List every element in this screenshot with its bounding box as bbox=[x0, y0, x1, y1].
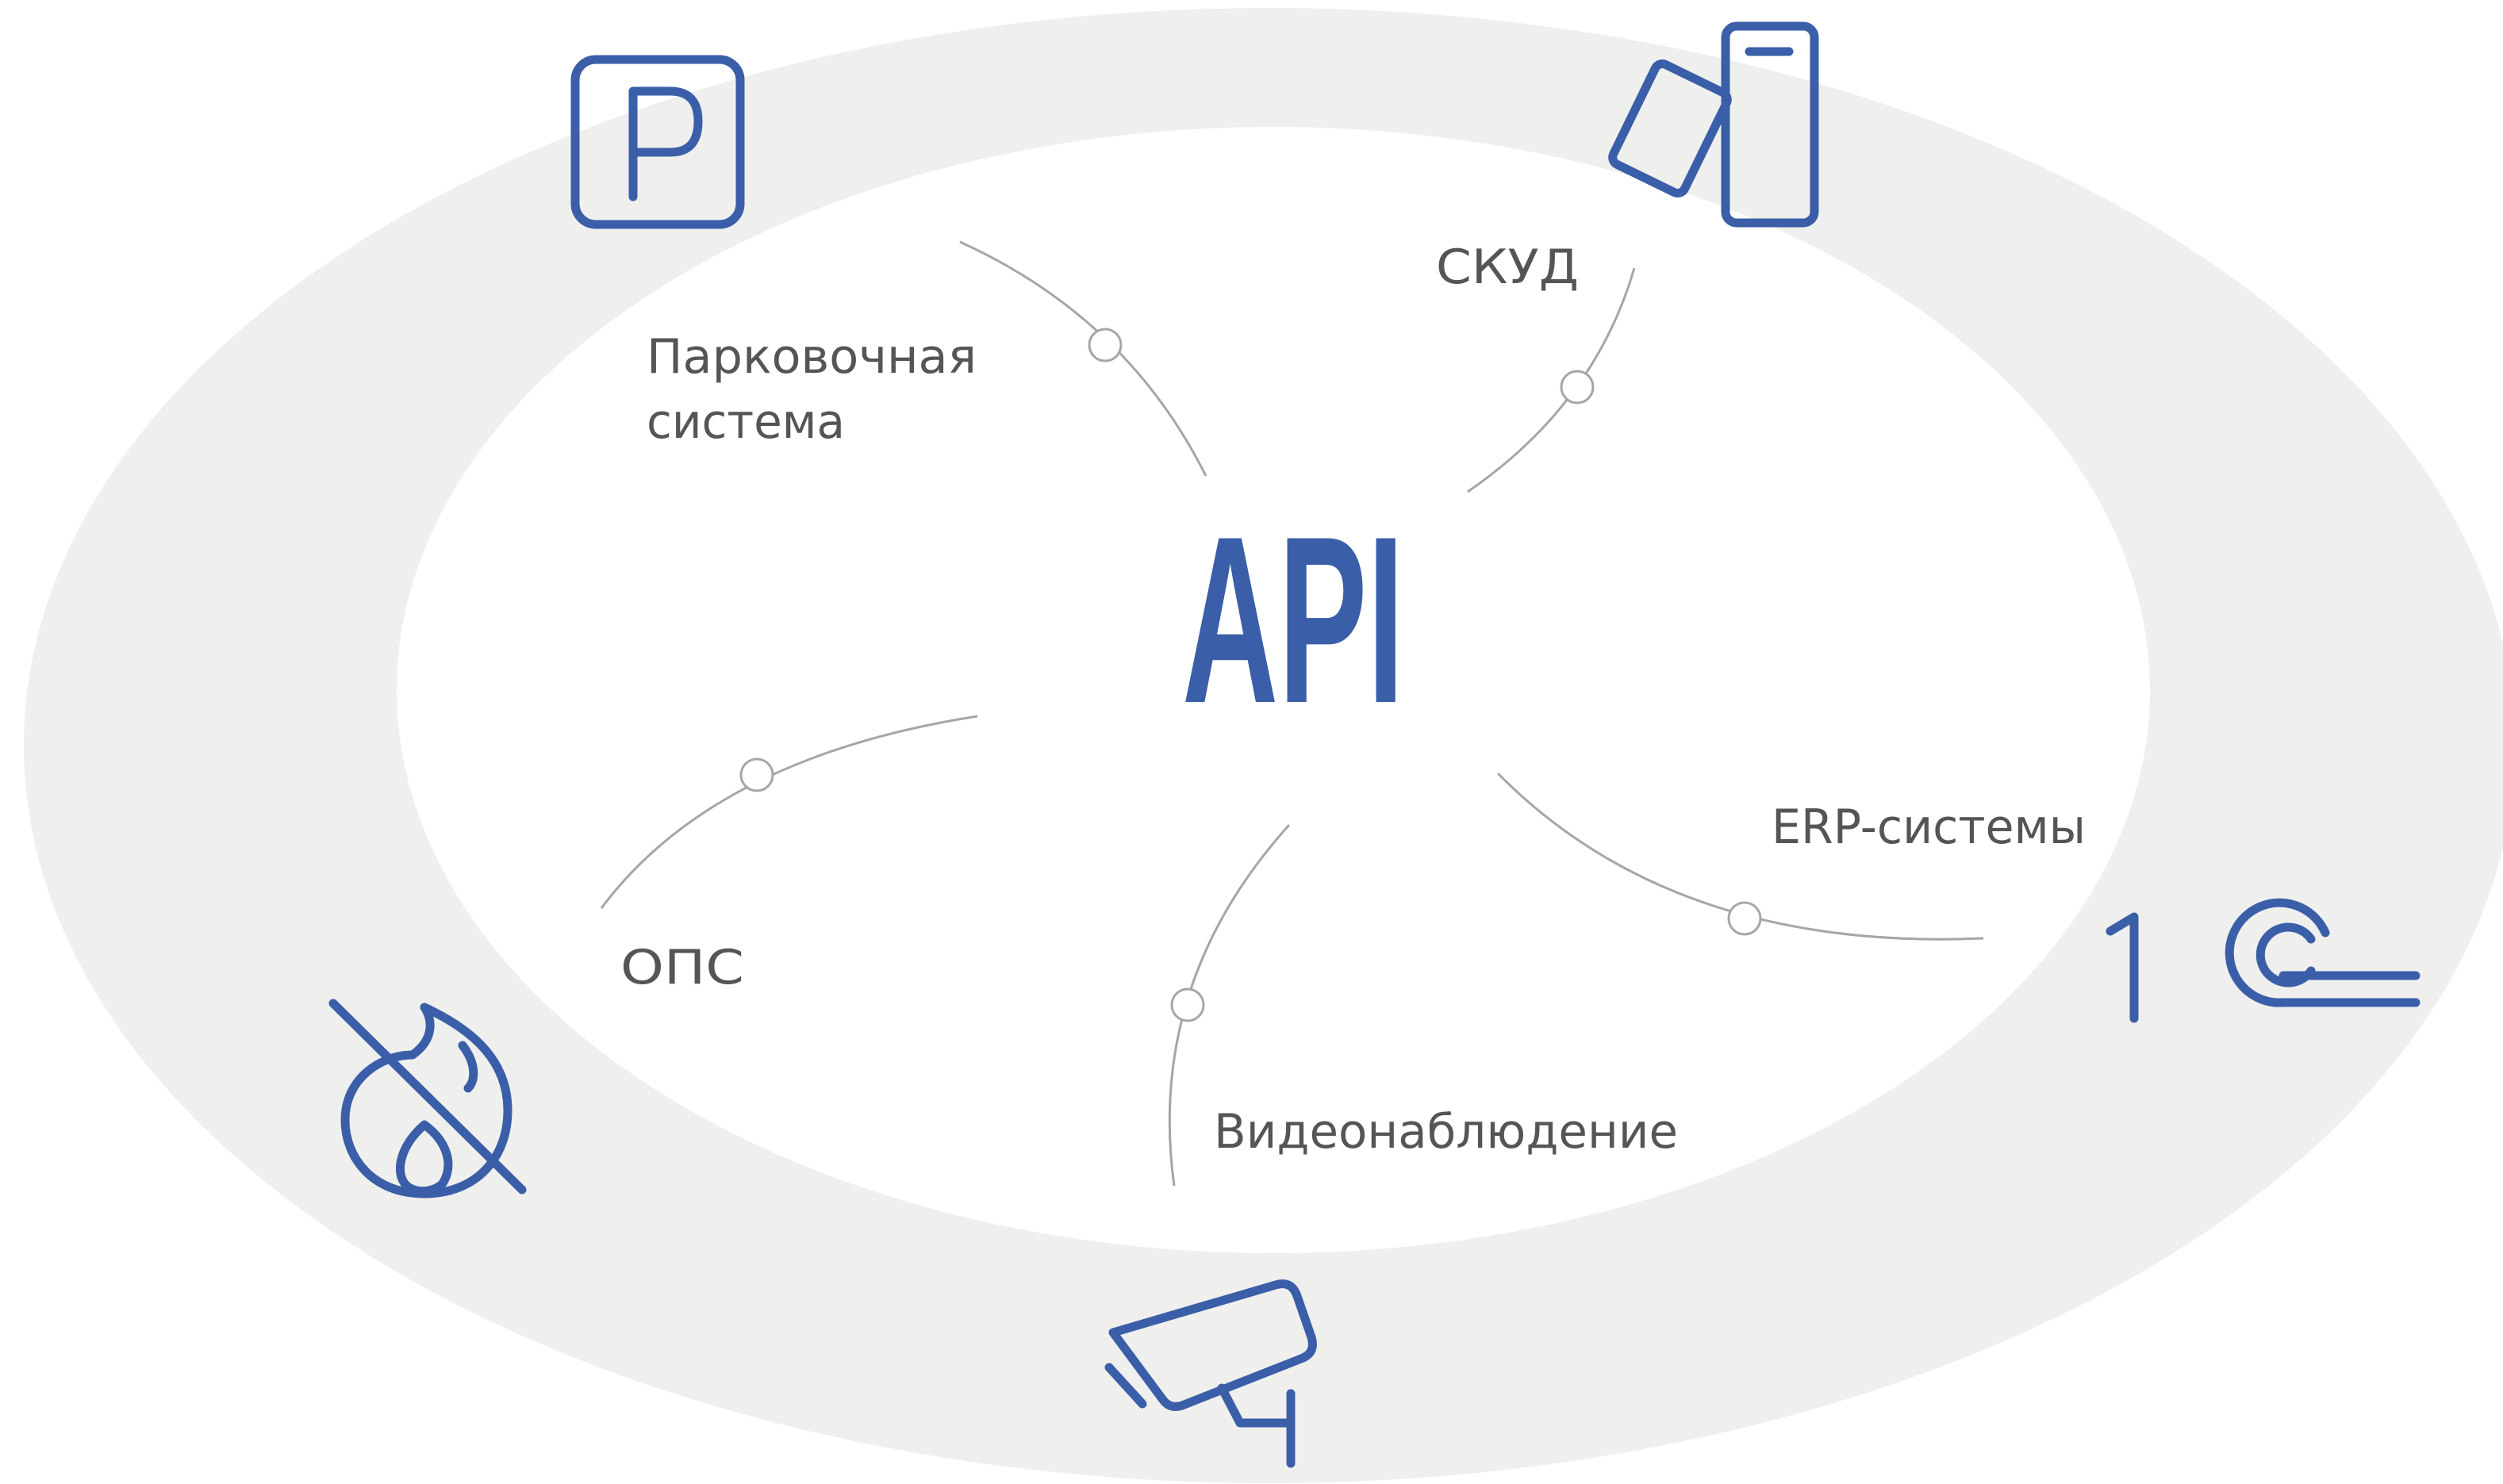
connector-erp bbox=[1496, 772, 1984, 941]
connector-node-parking bbox=[1088, 328, 1123, 362]
connector-node-video bbox=[1170, 987, 1205, 1022]
connector-node-erp bbox=[1727, 901, 1762, 936]
label-access: СКУД bbox=[1436, 240, 1579, 295]
connector-node-access bbox=[1560, 370, 1595, 405]
label-fire: ОПС bbox=[620, 940, 744, 995]
no-fire-icon bbox=[328, 999, 527, 1198]
label-erp: ERP-системы bbox=[1772, 800, 2086, 855]
parking-icon bbox=[570, 55, 745, 229]
connector-fire bbox=[600, 715, 978, 909]
1c-logo-icon bbox=[2106, 898, 2420, 1023]
label-parking-line1: Парковочная bbox=[647, 329, 977, 385]
outer-ring bbox=[24, 8, 2503, 1483]
access-card-reader-icon bbox=[1608, 21, 1819, 228]
connector-parking bbox=[959, 240, 1207, 477]
connector-access bbox=[1467, 267, 1636, 493]
api-center-label: API bbox=[1182, 486, 1404, 753]
security-camera-icon bbox=[1104, 1279, 1317, 1468]
label-video: Видеонаблюдение bbox=[1214, 1104, 1678, 1160]
connector-node-fire bbox=[739, 757, 774, 792]
label-parking-line2: система bbox=[647, 394, 845, 450]
connector-video bbox=[1168, 823, 1291, 1187]
